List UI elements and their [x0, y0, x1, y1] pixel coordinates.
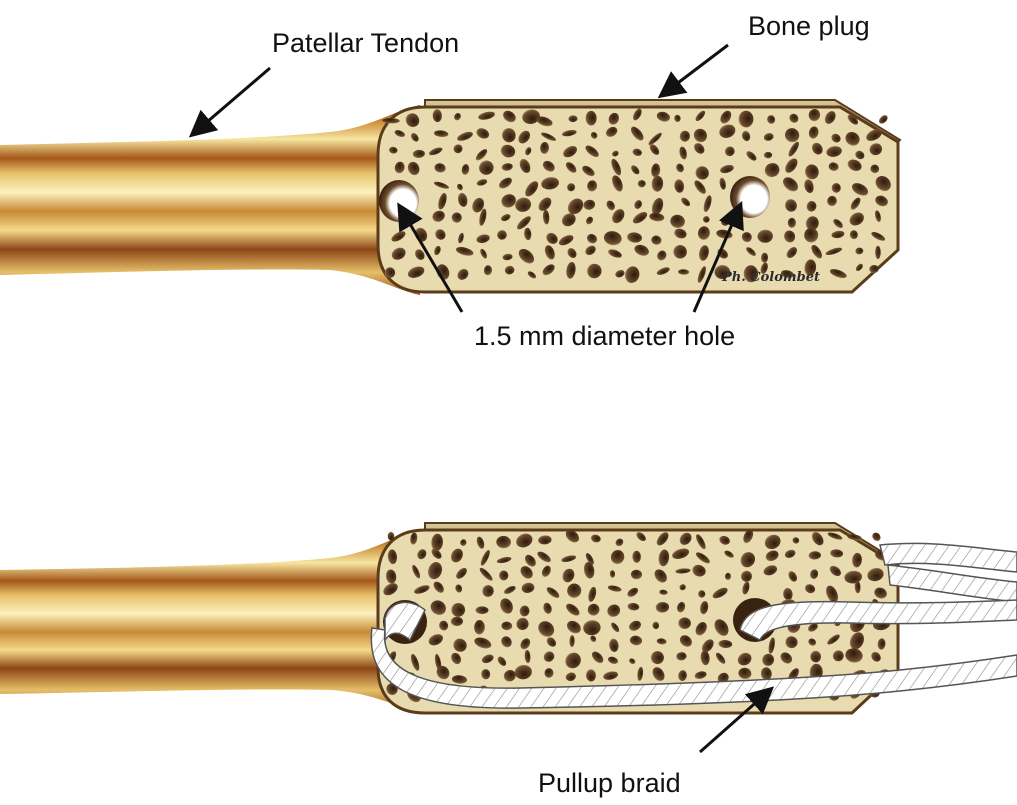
bone-pore	[586, 111, 597, 126]
hole-left	[379, 180, 419, 222]
bone-pore	[877, 114, 889, 126]
label-patellar-tendon: Patellar Tendon	[272, 28, 459, 58]
arrow-patellar-tendon	[193, 68, 270, 134]
arrow-bone-plug	[662, 45, 728, 95]
artist-signature: Ph. Colombet	[721, 270, 820, 285]
label-hole: 1.5 mm diameter hole	[474, 321, 735, 351]
bone-pore	[678, 618, 691, 629]
bone-pore	[499, 571, 508, 581]
bone-pore	[871, 531, 883, 543]
patellar-tendon-shape	[0, 105, 420, 295]
patellar-tendon-shape-bottom	[0, 530, 420, 712]
graft-without-braid: Ph. Colombet	[0, 100, 900, 295]
graft-with-braid	[0, 523, 1017, 713]
label-bone-plug: Bone plug	[748, 11, 870, 41]
bone-pore	[875, 246, 881, 259]
label-braid: Pullup braid	[538, 768, 681, 798]
bone-pore	[476, 606, 489, 614]
